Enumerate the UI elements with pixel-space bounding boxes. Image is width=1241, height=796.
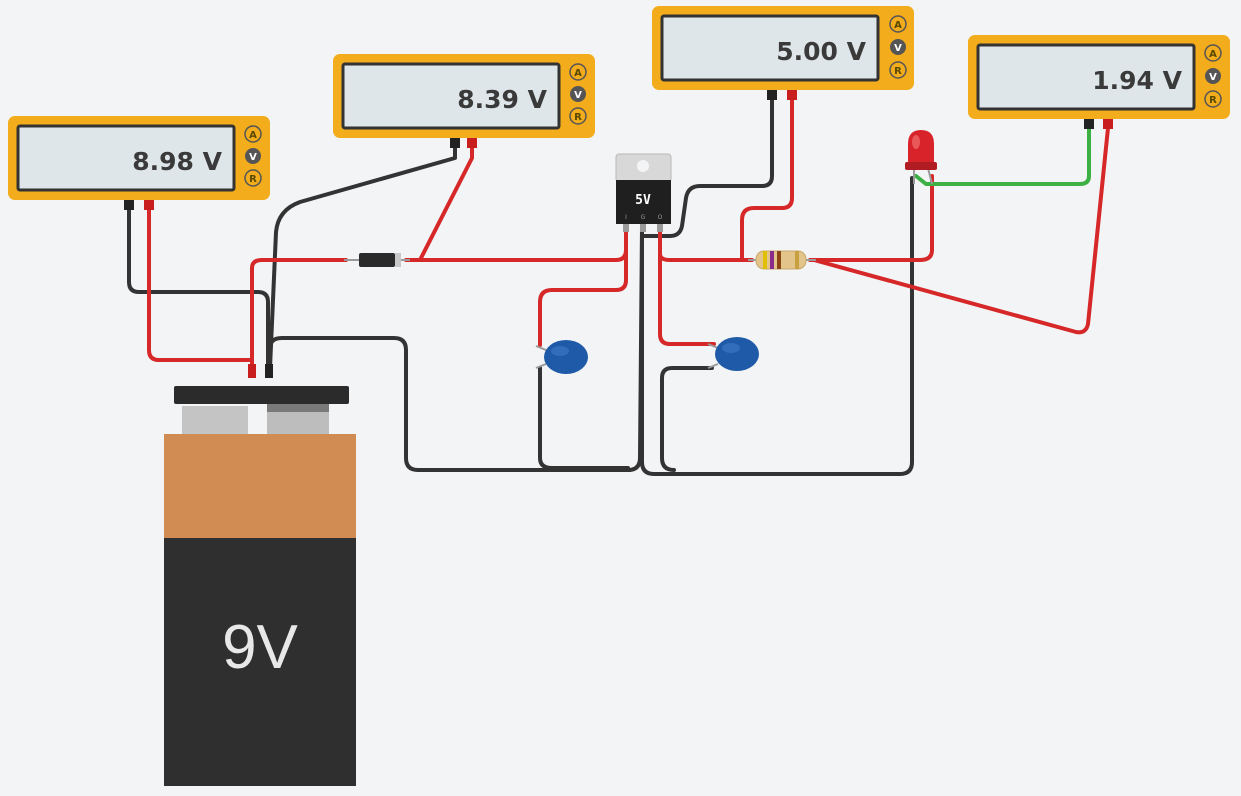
wire-meter3-black[interactable] (642, 94, 774, 238)
multimeter-reading: 8.39 V (457, 85, 547, 114)
wire-diode-regulator-input[interactable] (404, 226, 628, 262)
multimeter-reading: 5.00 V (776, 37, 866, 66)
wire-battery-positive-diode[interactable] (250, 258, 348, 370)
wire-output-capacitor-negative[interactable] (660, 366, 714, 472)
wire-regulator-output[interactable] (658, 226, 754, 262)
probe-terminal-black[interactable] (1084, 119, 1094, 129)
resistor[interactable] (748, 250, 816, 270)
mode-button-r[interactable]: R (244, 169, 262, 187)
capacitor-body (715, 337, 759, 371)
capacitor-input[interactable] (535, 340, 588, 374)
wires (127, 94, 1110, 476)
multimeter-display (976, 43, 1196, 111)
regulator-pin-ground[interactable] (640, 224, 646, 232)
probe-terminal-red[interactable] (1103, 119, 1113, 129)
probe-terminal-black[interactable] (124, 200, 134, 210)
diode-body (359, 253, 395, 267)
wire-meter1-black[interactable] (127, 206, 270, 370)
mode-button-r[interactable]: R (1204, 90, 1222, 108)
regulator-pin-label-output: O (658, 214, 663, 221)
svg-text:A: A (1209, 49, 1217, 60)
svg-text:R: R (249, 174, 257, 185)
wire-resistor-led[interactable] (808, 174, 934, 262)
mode-button-a[interactable]: A (244, 125, 262, 143)
mode-button-v[interactable]: V (570, 86, 586, 102)
multimeter-1[interactable]: 8.98 V A V R (8, 116, 270, 210)
svg-text:A: A (574, 68, 582, 79)
wire-battery-negative-ground[interactable] (268, 226, 644, 472)
regulator-mount-hole (637, 160, 649, 172)
svg-text:R: R (1209, 95, 1217, 106)
wire-meter3-red[interactable] (740, 94, 794, 262)
probe-terminal-black[interactable] (767, 90, 777, 100)
multimeter-2[interactable]: 8.39 V A V R (333, 54, 595, 148)
led[interactable] (905, 130, 937, 185)
svg-text:R: R (894, 66, 902, 77)
wire-meter4-red[interactable] (812, 126, 1110, 335)
diode-cathode-band (395, 253, 401, 267)
led-rim (905, 162, 937, 170)
mode-button-a[interactable]: A (1204, 44, 1222, 62)
voltage-regulator[interactable]: 5V I G O (615, 153, 672, 232)
probe-terminal-red[interactable] (467, 138, 477, 148)
wire-meter2-black[interactable] (268, 144, 457, 370)
battery-wire-clip-positive[interactable] (248, 364, 256, 378)
multimeter-reading: 1.94 V (1092, 66, 1182, 95)
battery-label-bottom (164, 538, 356, 786)
svg-text:V: V (249, 152, 257, 163)
mode-button-v[interactable]: V (245, 148, 261, 164)
probe-terminal-black[interactable] (450, 138, 460, 148)
multimeter-display (16, 124, 236, 192)
svg-text:V: V (1209, 72, 1217, 83)
wire-meter4-green[interactable] (914, 126, 1091, 186)
regulator-pin-input[interactable] (623, 224, 629, 232)
mode-button-r[interactable]: R (569, 107, 587, 125)
led-dome (908, 130, 934, 166)
mode-button-v[interactable]: V (890, 39, 906, 55)
battery-9v[interactable]: 9V (164, 364, 356, 786)
mode-button-a[interactable]: A (569, 63, 587, 81)
mode-button-a[interactable]: A (889, 15, 907, 33)
battery-voltage-label: 9V (222, 613, 298, 682)
regulator-pin-label-input: I (625, 214, 627, 221)
diode[interactable] (344, 253, 410, 267)
regulator-label: 5V (635, 193, 651, 208)
regulator-pin-label-ground: G (641, 214, 646, 221)
svg-text:A: A (894, 20, 902, 31)
multimeter-3[interactable]: 5.00 V A V R (652, 6, 914, 100)
battery-label-top (164, 434, 356, 542)
multimeter-4[interactable]: 1.94 V A V R (968, 35, 1230, 129)
mode-button-r[interactable]: R (889, 61, 907, 79)
mode-button-v[interactable]: V (1205, 68, 1221, 84)
probe-terminal-red[interactable] (787, 90, 797, 100)
wire-ground-led[interactable] (640, 176, 914, 476)
multimeter-display (341, 62, 561, 130)
capacitor-body (544, 340, 588, 374)
battery-connector-cap (174, 386, 349, 404)
battery-wire-clip-negative[interactable] (265, 364, 273, 378)
wire-input-capacitor-positive[interactable] (538, 248, 628, 347)
multimeter-reading: 8.98 V (132, 147, 222, 176)
capacitor-output[interactable] (707, 337, 759, 371)
regulator-pin-output[interactable] (657, 224, 663, 232)
svg-text:R: R (574, 112, 582, 123)
probe-terminal-red[interactable] (144, 200, 154, 210)
regulator-body (616, 180, 671, 224)
multimeter-display (660, 14, 880, 82)
wire-input-capacitor-negative[interactable] (538, 366, 630, 470)
wire-meter2-red[interactable] (418, 144, 474, 262)
wire-meter1-red[interactable] (147, 206, 254, 370)
wire-output-capacitor-positive[interactable] (658, 250, 716, 346)
svg-text:A: A (249, 130, 257, 141)
svg-text:V: V (574, 90, 582, 101)
svg-text:V: V (894, 43, 902, 54)
